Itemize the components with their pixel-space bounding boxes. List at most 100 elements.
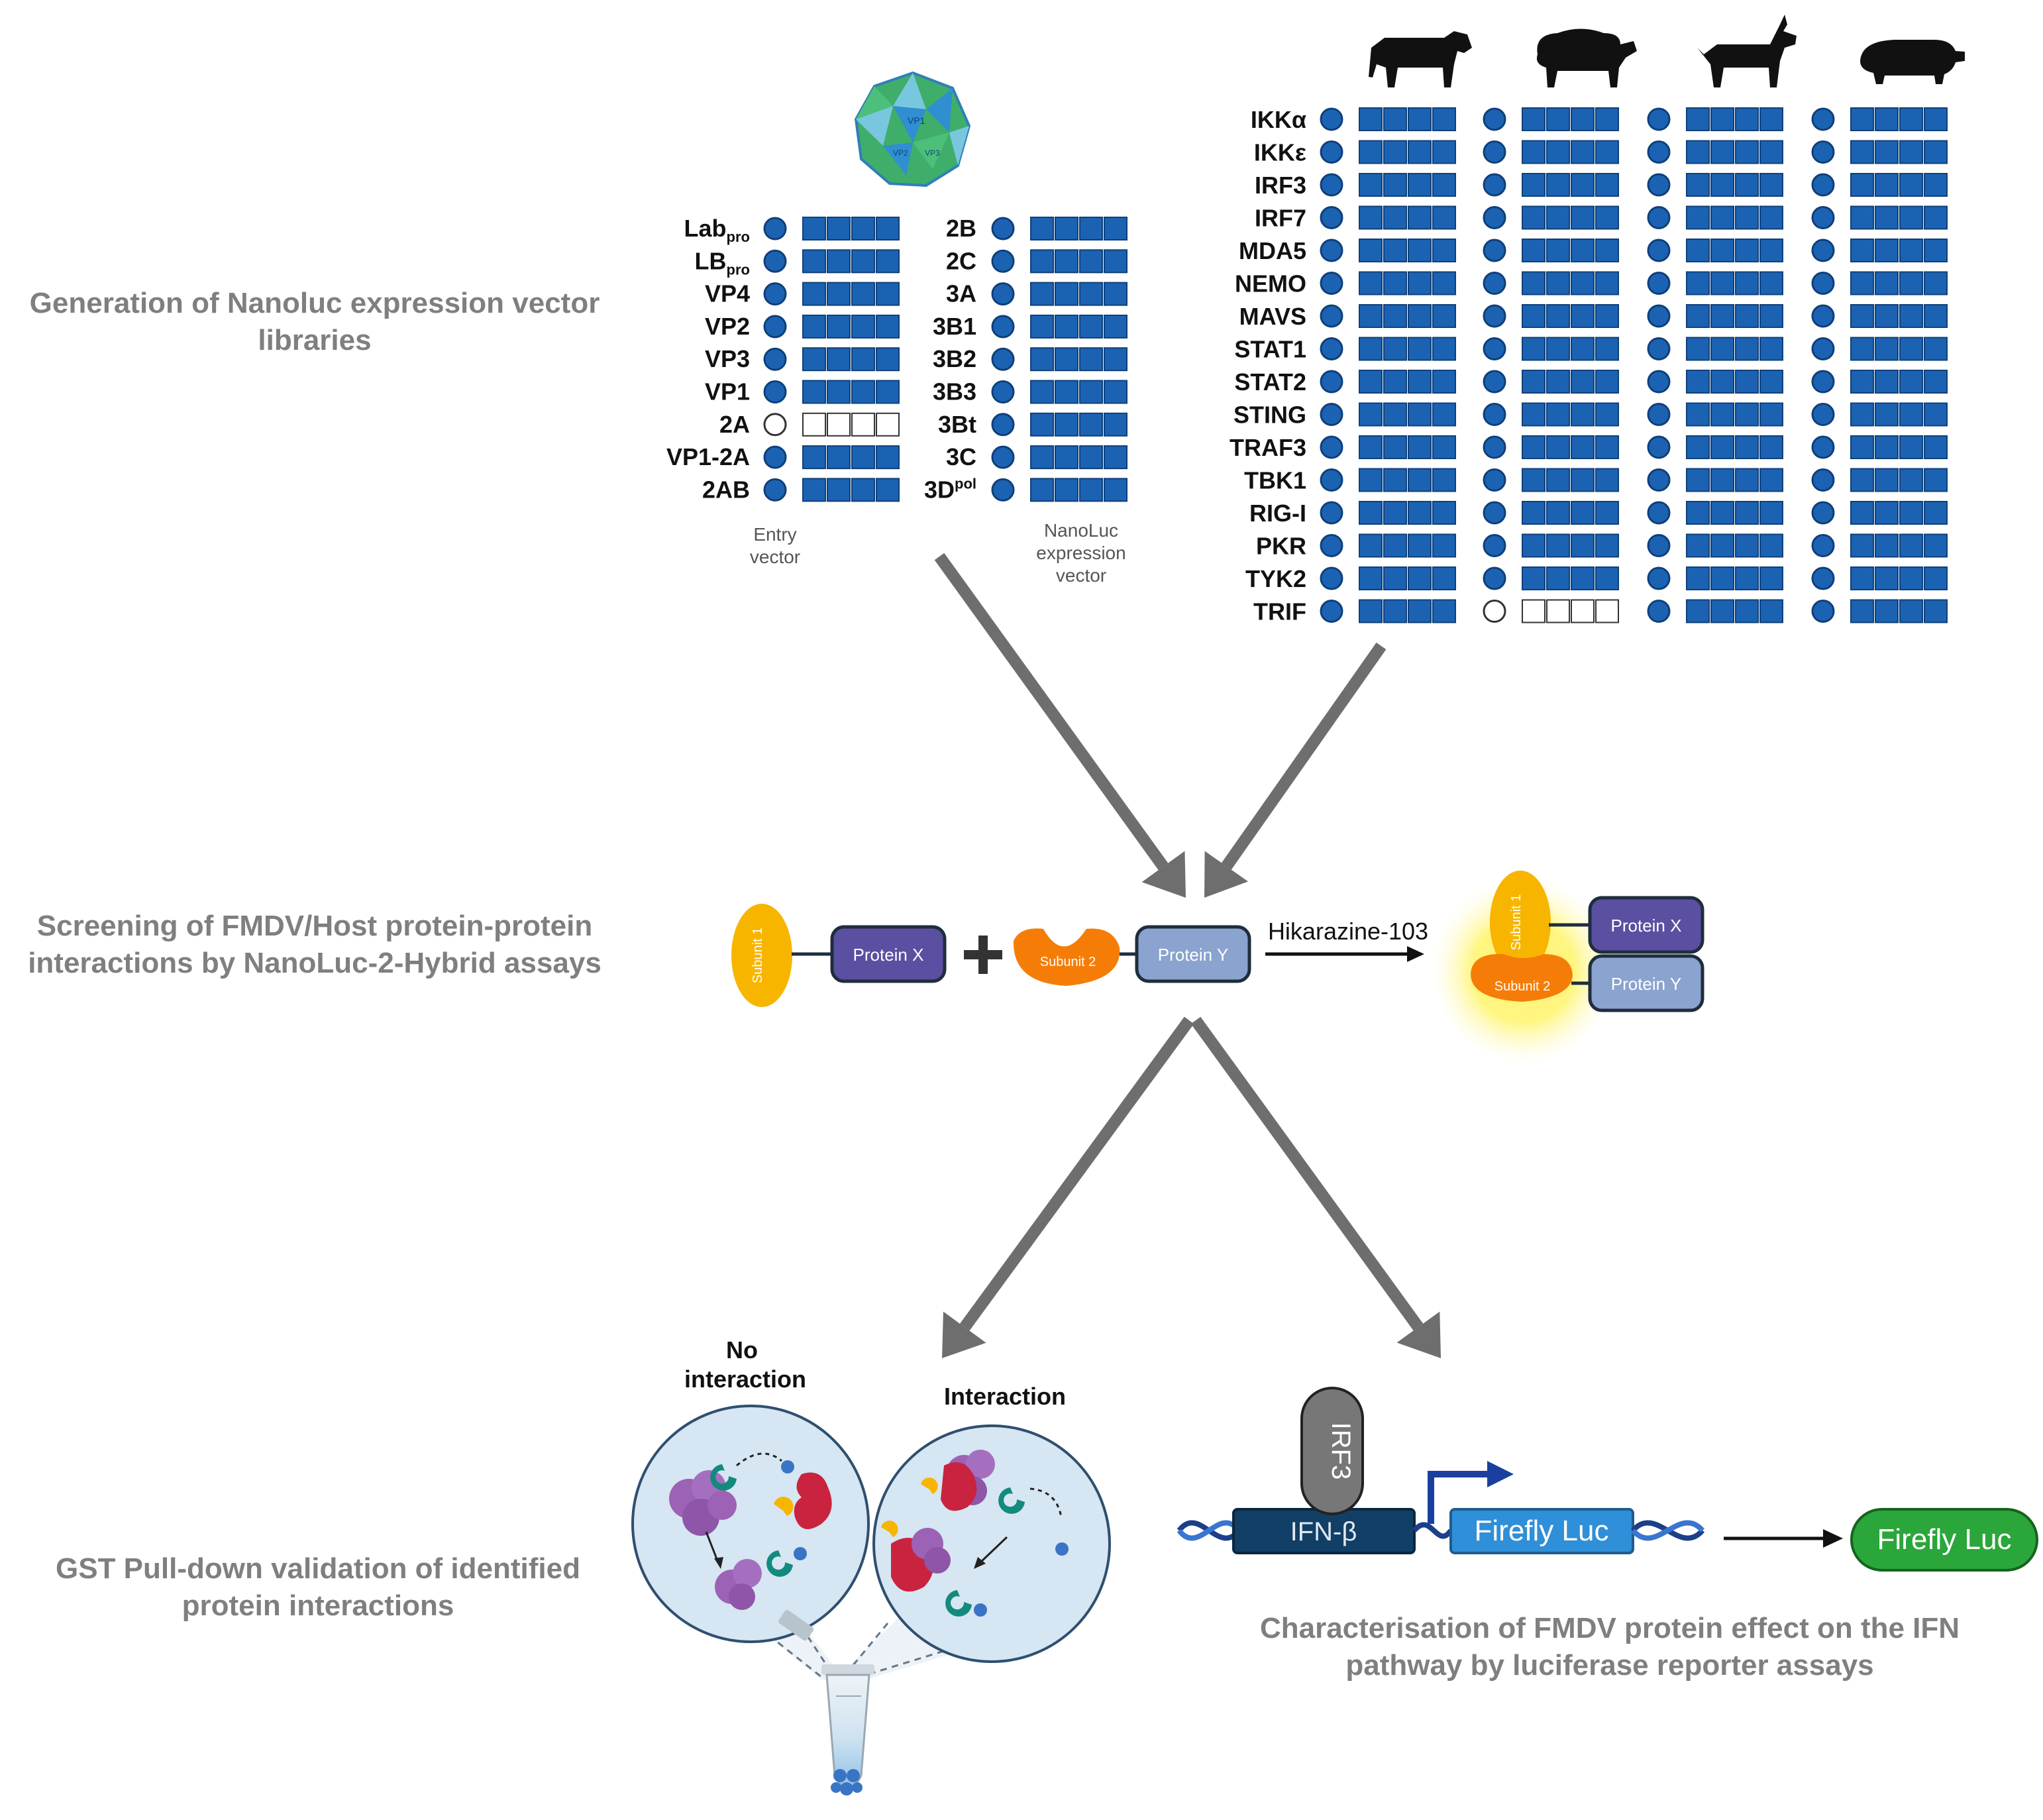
well-box xyxy=(1432,599,1456,623)
well-dot xyxy=(1483,107,1506,131)
well-box xyxy=(1522,566,1545,590)
well-box xyxy=(1079,380,1103,404)
fmdv-capsid-icon: VP1 VP2 VP3 xyxy=(854,71,971,187)
host-well-row xyxy=(1320,468,1456,492)
well-box xyxy=(1079,217,1103,241)
well-box xyxy=(1686,337,1710,361)
well-box xyxy=(827,249,851,274)
well-dot xyxy=(1811,272,1835,295)
well-box xyxy=(1595,370,1619,394)
well-box xyxy=(876,282,900,306)
well-box xyxy=(1432,107,1456,131)
well-box xyxy=(1759,239,1783,262)
well-box xyxy=(1735,468,1759,492)
well-box xyxy=(1899,205,1923,230)
host-well-row xyxy=(1483,435,1619,459)
flow-arrow-shaft xyxy=(1190,1016,1424,1331)
well-dot xyxy=(1320,534,1343,557)
well-box xyxy=(1710,501,1734,525)
well-box xyxy=(1924,370,1948,394)
viral-protein-label: Labpro xyxy=(684,215,750,245)
host-well-row xyxy=(1811,533,1948,558)
host-protein-label: STAT1 xyxy=(1234,336,1306,363)
well-box xyxy=(1079,282,1103,306)
well-dot xyxy=(763,347,787,371)
host-protein-label: MDA5 xyxy=(1239,237,1306,264)
well-box xyxy=(1408,402,1432,427)
well-box xyxy=(1408,205,1432,230)
well-box xyxy=(1104,282,1127,306)
well-box xyxy=(1359,107,1383,131)
flow-arrow-head xyxy=(942,1311,986,1358)
nanoluc-2-hybrid-scheme: Subunit 1 Protein X Subunit 2 Protein Y … xyxy=(731,871,1704,1063)
well-dot xyxy=(1483,566,1506,590)
viral-protein-label: 3B2 xyxy=(933,345,976,372)
viral-protein-label: 3B1 xyxy=(933,313,976,340)
well-box xyxy=(1595,337,1619,361)
well-box xyxy=(1710,468,1734,492)
well-box xyxy=(1408,566,1432,590)
firefly-luc-gene-label: Firefly Luc xyxy=(1475,1515,1609,1547)
well-box xyxy=(1571,239,1595,262)
host-well-row xyxy=(1483,107,1619,131)
well-box xyxy=(1408,501,1432,525)
well-box xyxy=(1686,402,1710,427)
well-box xyxy=(802,282,826,306)
complex-subunit2 xyxy=(1471,953,1573,1002)
well-box xyxy=(1875,239,1899,262)
flow-arrow-head xyxy=(1204,851,1249,898)
well-dot xyxy=(1483,435,1506,459)
dna-helix-left xyxy=(1177,1520,1241,1541)
well-box xyxy=(1850,402,1874,427)
viral-protein-label: 2B xyxy=(946,215,976,242)
well-box xyxy=(1850,501,1874,525)
well-box xyxy=(1522,501,1545,525)
complex-subunit2-label: Subunit 2 xyxy=(1494,979,1551,994)
well-box xyxy=(1686,501,1710,525)
well-dot xyxy=(1483,304,1506,328)
well-box xyxy=(1686,468,1710,492)
well-box xyxy=(1759,566,1783,590)
well-box xyxy=(1522,337,1545,361)
well-box xyxy=(876,314,900,339)
well-box xyxy=(1735,599,1759,623)
subunit2-label: Subunit 2 xyxy=(1040,955,1096,969)
host-well-row xyxy=(1647,239,1783,262)
well-box xyxy=(1710,239,1734,262)
well-box xyxy=(1055,282,1078,306)
well-box xyxy=(1522,271,1545,295)
well-box xyxy=(1710,304,1734,328)
well-box xyxy=(1383,271,1407,295)
host-well-row xyxy=(1320,107,1456,131)
well-box xyxy=(1759,599,1783,623)
host-well-row xyxy=(1811,435,1948,459)
well-box xyxy=(1899,501,1923,525)
host-well-row xyxy=(1483,533,1619,558)
host-well-row xyxy=(1320,435,1456,459)
well-box xyxy=(1899,370,1923,394)
well-box xyxy=(1735,435,1759,459)
well-box xyxy=(1030,249,1054,274)
well-box xyxy=(1759,107,1783,131)
well-dot xyxy=(1811,501,1835,525)
host-protein-label: RIG-I xyxy=(1249,500,1306,527)
well-box xyxy=(1408,370,1432,394)
well-box xyxy=(1710,271,1734,295)
viral-protein-label: 2C xyxy=(946,247,976,274)
nanoluc-vector-label: NanoLuc xyxy=(1044,520,1118,541)
well-box xyxy=(1079,314,1103,339)
well-box xyxy=(1735,140,1759,164)
complex-protein-y-label: Protein Y xyxy=(1611,974,1681,994)
well-box xyxy=(827,445,851,470)
host-well-row xyxy=(1320,533,1456,558)
svg-text:VP3: VP3 xyxy=(925,148,940,158)
section-label-screening: Screening of FMDV/Host protein-protein i… xyxy=(28,910,602,979)
well-box xyxy=(1571,107,1595,131)
host-well-row xyxy=(1647,107,1783,131)
host-well-row xyxy=(1811,205,1948,230)
well-dot xyxy=(1811,140,1835,164)
well-dot xyxy=(1483,370,1506,394)
well-box xyxy=(1850,173,1874,197)
well-box xyxy=(1571,533,1595,558)
well-box xyxy=(1875,271,1899,295)
